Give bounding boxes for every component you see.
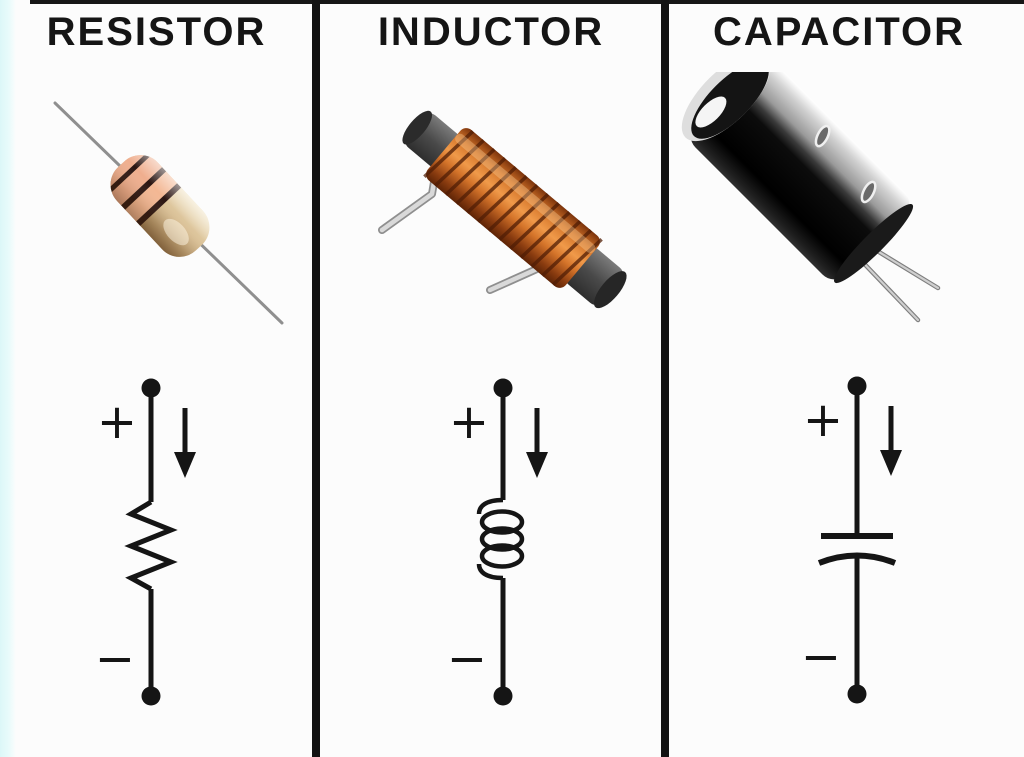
inductor-symbol: + − [447, 378, 548, 706]
plus-label: + [803, 392, 843, 448]
current-arrow-icon [174, 408, 196, 478]
current-arrow-icon [880, 406, 902, 476]
left-accent-strip [0, 0, 16, 757]
coil-turn-ridges [423, 130, 603, 286]
resistor-body [100, 145, 220, 267]
resistor-symbol: + − [95, 378, 196, 706]
inductor-body [402, 110, 627, 309]
column-divider-1 [312, 0, 320, 757]
column-divider-2 [661, 0, 669, 757]
plus-label: + [449, 394, 489, 450]
minus-label: − [95, 631, 135, 687]
plus-label: + [97, 394, 137, 450]
bottom-terminal-dot [493, 686, 513, 706]
minus-label: − [801, 629, 841, 685]
zigzag-element [124, 499, 178, 592]
resistor-title: RESISTOR [46, 10, 267, 54]
inductor-title: INDUCTOR [377, 10, 605, 54]
current-arrow-icon [526, 408, 548, 478]
capacitor-symbol: + − [801, 376, 902, 704]
minus-label: − [447, 631, 487, 687]
capacitor-photo [681, 72, 941, 323]
inductor-photo [378, 110, 627, 309]
resistor-photo [53, 101, 284, 325]
bottom-terminal-dot [847, 684, 867, 704]
bottom-terminal-dot [141, 686, 161, 706]
vent-marks [814, 124, 877, 204]
capacitor-title: CAPACITOR [712, 10, 966, 54]
capacitor-body [681, 72, 914, 284]
top-border-line [30, 0, 1024, 4]
plates-element [817, 533, 897, 566]
coil-element [476, 497, 525, 581]
